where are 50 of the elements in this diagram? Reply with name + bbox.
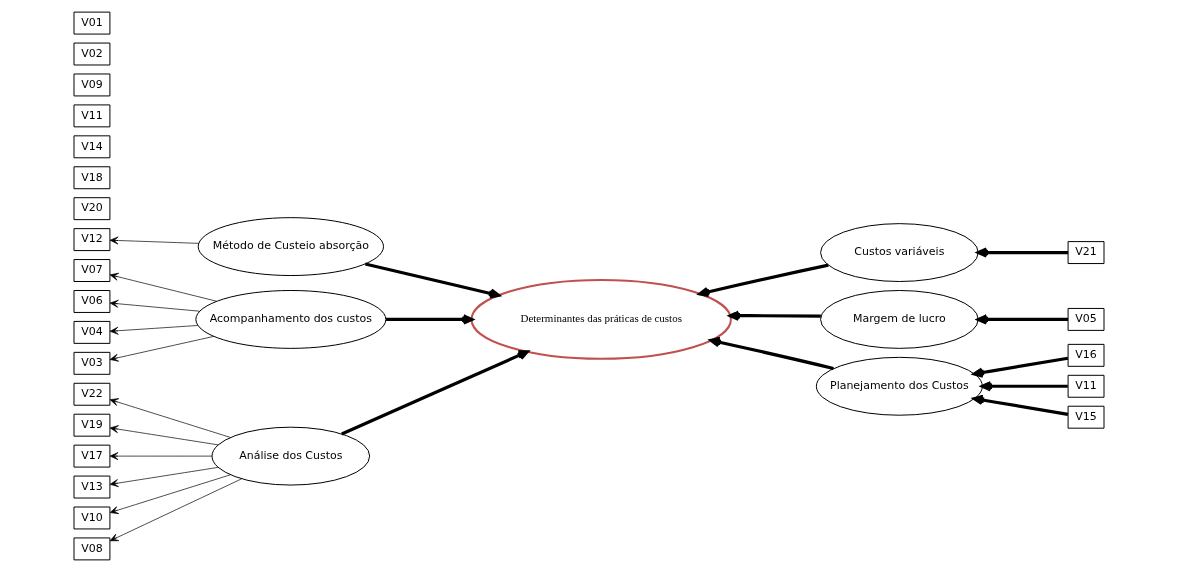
- node-box: V11: [1067, 374, 1104, 398]
- node-box: V20: [73, 197, 110, 221]
- node-box: V09: [73, 73, 110, 97]
- node-box: V12: [73, 228, 110, 252]
- node-box: V18: [73, 166, 110, 190]
- node-box: V08: [73, 537, 110, 561]
- arrow: [109, 398, 231, 438]
- node-box: V19: [73, 413, 110, 437]
- node-box: V05: [1067, 307, 1104, 331]
- arrow: [109, 452, 212, 461]
- arrow: [109, 236, 199, 245]
- arrow: [980, 381, 1068, 392]
- arrow: [109, 336, 214, 362]
- arrow: [976, 314, 1068, 325]
- node-box: V07: [73, 259, 110, 282]
- node-box: V14: [73, 135, 110, 159]
- arrow: [109, 325, 198, 335]
- arrow: [972, 356, 1068, 378]
- arrow: [364, 262, 500, 299]
- node-box: V21: [1067, 241, 1104, 265]
- node-ellipse: Margem de lucro: [819, 290, 979, 349]
- node-ellipse: Acompanhamento dos custos: [194, 290, 386, 349]
- arrow: [109, 467, 218, 488]
- node-box: V02: [73, 42, 110, 66]
- arrow: [340, 350, 529, 436]
- node-box: V22: [73, 382, 110, 406]
- arrow: [109, 478, 242, 542]
- node-box: V15: [1067, 405, 1104, 429]
- arrow: [697, 263, 829, 298]
- arrow: [976, 247, 1068, 258]
- node-box: V03: [73, 351, 110, 375]
- arrow: [109, 299, 200, 312]
- node-box: V04: [73, 320, 110, 344]
- node-box: V11: [73, 104, 110, 128]
- node-ellipse: Custos variáveis: [819, 223, 979, 282]
- arrow: [109, 272, 217, 302]
- arrow: [709, 337, 834, 370]
- arrow: [728, 310, 821, 321]
- arrow: [972, 394, 1068, 416]
- arrow: [109, 425, 218, 446]
- node-ellipse: Análise dos Custos: [211, 426, 370, 486]
- node-box: V01: [73, 11, 110, 35]
- node-ellipse: Método de Custeio absorção: [197, 217, 384, 276]
- arrow: [109, 474, 231, 514]
- node-box: V06: [73, 290, 110, 313]
- node-box: V16: [1067, 343, 1104, 367]
- node-box: V10: [73, 506, 110, 530]
- node-box: V17: [73, 444, 110, 468]
- node-box: V13: [73, 475, 110, 499]
- arrow: [385, 314, 473, 325]
